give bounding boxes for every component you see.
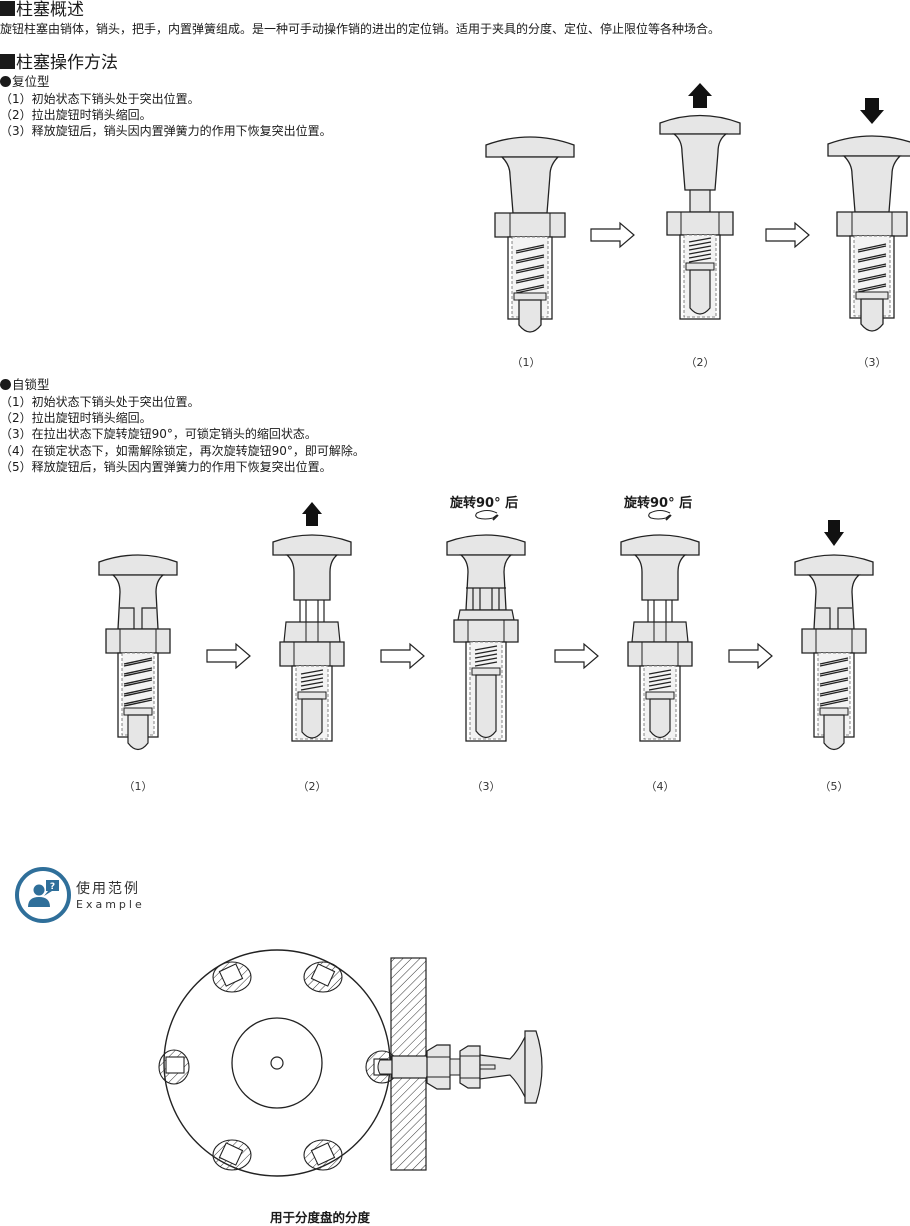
rotate-icon [475, 509, 499, 521]
circle-bullet-icon [0, 76, 11, 87]
step: （1）初始状态下销头处于突出位置。 [0, 92, 200, 106]
indexing-plate-diagram [158, 949, 543, 1177]
figure-label: （4） [645, 780, 675, 793]
overview-heading: 柱塞概述 [0, 0, 84, 20]
step: （3）释放旋钮后，销头因内置弹簧力的作用下恢复突出位置。 [0, 124, 332, 139]
pull-up-arrow-icon [302, 502, 322, 526]
reset-type-steps: （1）初始状态下销头处于突出位置。 （2）拉出旋钮时销头缩回。 （3）释放旋钮后… [0, 91, 332, 140]
next-arrow-icon [206, 642, 251, 670]
pull-up-arrow-icon [688, 83, 712, 108]
figure-label: （3） [471, 780, 501, 793]
step: （2）拉出旋钮时销头缩回。 [0, 108, 152, 123]
figure-label: （3） [857, 356, 887, 369]
svg-text:?: ? [50, 882, 55, 892]
push-down-arrow-icon [824, 520, 844, 546]
figure-label: （5） [819, 780, 849, 793]
step: （1）初始状态下销头处于突出位置。 [0, 395, 200, 409]
step: （4）在锁定状态下，如需解除锁定，再次旋转旋钮90°，即可解除。 [0, 443, 365, 458]
self-lock-type-steps: （1）初始状态下销头处于突出位置。 （2）拉出旋钮时销头缩回。 （3）在拉出状态… [0, 394, 365, 475]
example-figure-caption: 用于分度盘的分度 [270, 1210, 371, 1225]
reset-figure-1-plunger-extended [485, 136, 575, 333]
figure-label: （2） [297, 780, 327, 793]
overview-body: 旋钮柱塞由销体，销头，把手，内置弹簧组成。是一种可手动操作销的进出的定位销。适用… [0, 22, 721, 36]
next-arrow-icon [590, 221, 635, 249]
step: （2）拉出旋钮时销头缩回。 [0, 411, 152, 426]
example-title-en: Example [76, 898, 145, 911]
next-arrow-icon [728, 642, 773, 670]
next-arrow-icon [380, 642, 425, 670]
step: （5）释放旋钮后，销头因内置弹簧力的作用下恢复突出位置。 [0, 459, 332, 474]
next-arrow-icon [554, 642, 599, 670]
square-bullet-icon [0, 54, 15, 69]
circle-bullet-icon [0, 379, 11, 390]
reset-figure-2-plunger-pulled [659, 83, 741, 320]
operation-heading: 柱塞操作方法 [0, 53, 118, 73]
push-down-arrow-icon [860, 98, 884, 124]
lock-figure-5-plunger-released [794, 520, 874, 751]
rotate-note: 旋转90° 后 [624, 496, 693, 511]
figure-label: （1） [123, 780, 153, 793]
rotate-icon [648, 509, 672, 521]
step: （3）在拉出状态下旋转旋钮90°，可锁定销头的缩回状态。 [0, 427, 317, 442]
rotate-note: 旋转90° 后 [450, 496, 519, 511]
lock-figure-1-plunger-extended [98, 554, 178, 751]
example-title-cn: 使用范例 [76, 881, 140, 897]
figure-label: （2） [685, 356, 715, 369]
figure-label: （1） [511, 356, 541, 369]
user-question-icon: ? [15, 867, 71, 923]
square-bullet-icon [0, 1, 15, 16]
reset-type-heading: 复位型 [0, 74, 50, 90]
self-lock-type-heading: 自锁型 [0, 377, 50, 393]
lock-figure-2-plunger-pulled [272, 502, 352, 742]
lock-figure-4-rotated-unlocked [620, 534, 700, 742]
lock-figure-3-rotated-locked [446, 534, 526, 742]
reset-figure-3-plunger-released [827, 98, 910, 332]
next-arrow-icon [765, 221, 810, 249]
